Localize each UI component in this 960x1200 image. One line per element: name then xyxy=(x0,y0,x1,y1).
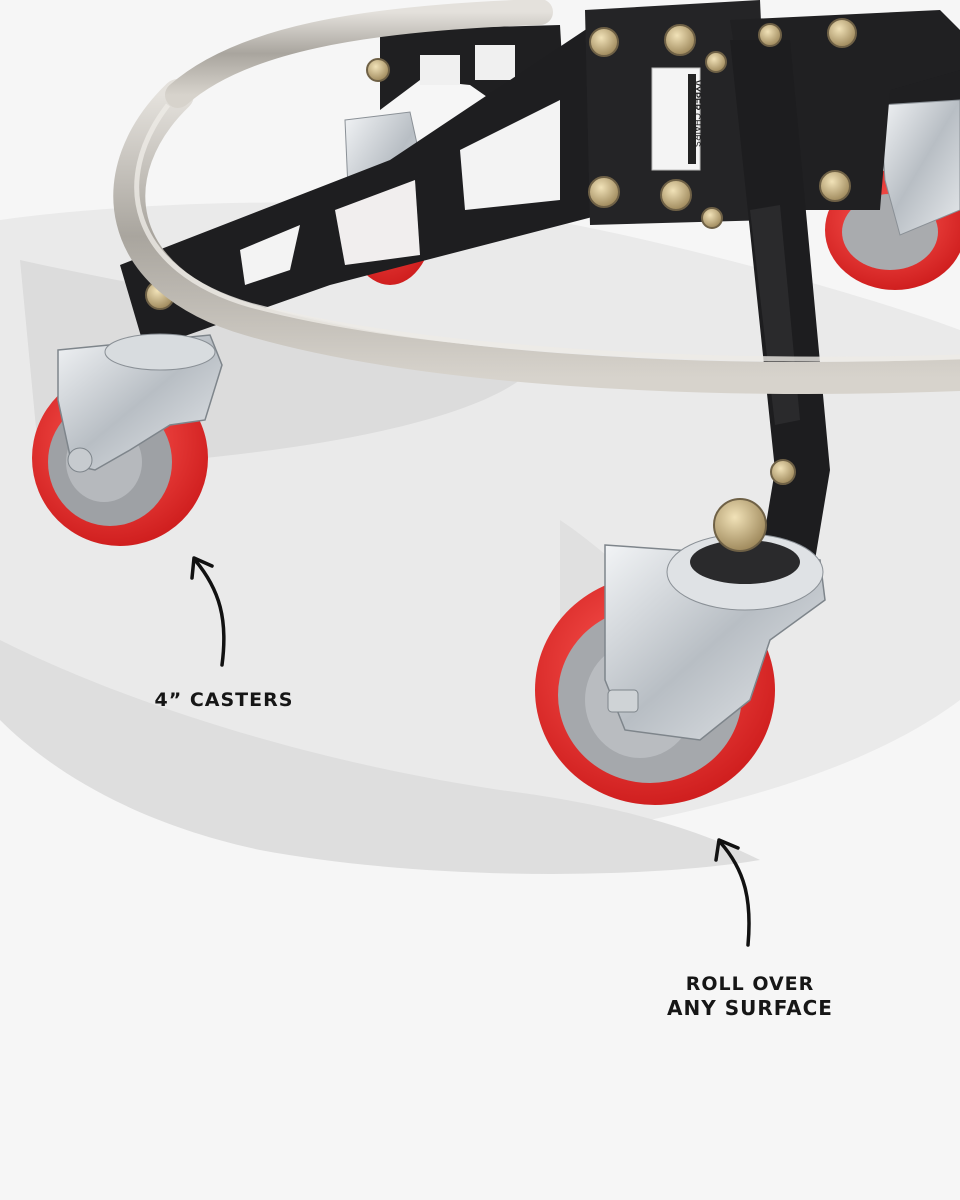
curved-arrow-icon xyxy=(714,838,751,947)
casters-text: 4” CASTERS xyxy=(154,689,294,711)
brand-label: VYPER CHAIRS xyxy=(692,80,702,147)
casters-annotation: 4” CASTERS xyxy=(110,688,338,712)
brand-suffix: CHAIRS xyxy=(692,113,702,148)
steel-foot-ring xyxy=(113,0,960,394)
roll-annotation: ROLL OVER ANY SURFACE xyxy=(610,972,890,1022)
brand-name: VYPER xyxy=(692,80,702,111)
front-right-caster xyxy=(535,498,826,805)
left-front-caster xyxy=(32,333,223,546)
roll-line-1: ROLL OVER xyxy=(685,973,815,995)
roll-line-2: ANY SURFACE xyxy=(667,996,833,1021)
curved-arrow-icon xyxy=(190,556,226,667)
